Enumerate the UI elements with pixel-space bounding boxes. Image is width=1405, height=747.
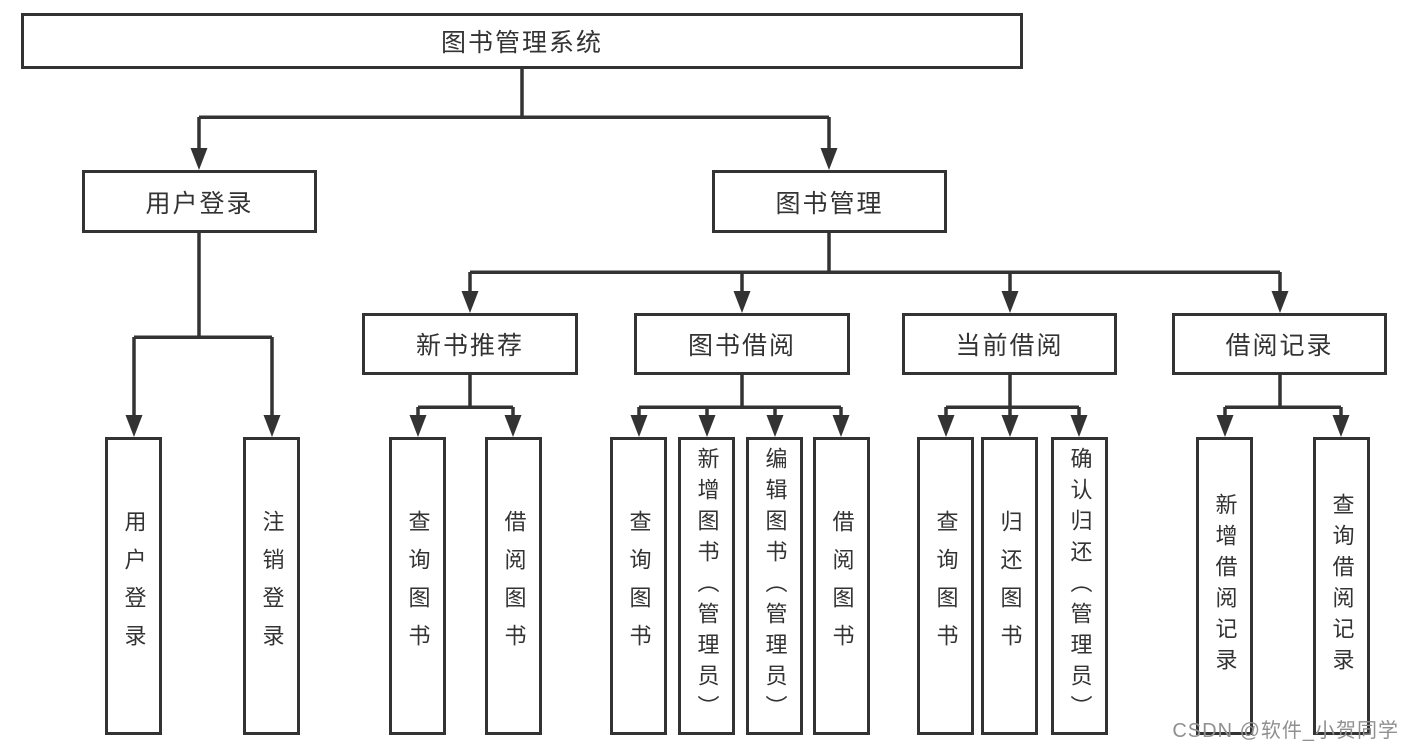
arrowhead <box>766 415 784 437</box>
node-label: 注销登录 <box>259 510 285 662</box>
arrowhead <box>263 415 281 437</box>
node-user-login: 用户登录 <box>82 170 317 233</box>
leaf-logout: 注销登录 <box>243 437 300 735</box>
leaf-confirm-return-admin: 确认归还（管理员） <box>1051 437 1108 735</box>
node-label: 查询借阅记录 <box>1329 493 1355 679</box>
leaf-add-books-admin: 新增图书（管理员） <box>678 437 735 735</box>
leaf-user-login: 用户登录 <box>105 437 162 735</box>
arrowhead <box>733 291 751 313</box>
node-label: 查询图书 <box>405 510 431 662</box>
arrowhead <box>409 415 427 437</box>
arrowhead <box>698 415 716 437</box>
arrowhead <box>1001 291 1019 313</box>
node-label: 当前借阅 <box>955 332 1064 360</box>
node-system-root: 图书管理系统 <box>21 13 1023 69</box>
leaf-query-books-borrow: 查询图书 <box>610 437 667 735</box>
arrowhead <box>504 415 522 437</box>
leaf-edit-books-admin: 编辑图书（管理员） <box>746 437 803 735</box>
node-label: 确认归还（管理员） <box>1067 446 1093 726</box>
arrowhead <box>832 415 850 437</box>
node-label: 借阅图书 <box>829 510 855 662</box>
node-label: 新增图书（管理员） <box>694 446 720 726</box>
node-label: 用户登录 <box>121 510 147 662</box>
connector-book-management <box>468 233 1282 292</box>
connector-new-book <box>416 375 515 416</box>
node-label: 新书推荐 <box>415 332 524 360</box>
node-label: 新增借阅记录 <box>1212 493 1238 679</box>
node-label: 借阅图书 <box>501 510 527 662</box>
node-label: 图书借阅 <box>687 332 796 360</box>
arrowhead <box>1216 415 1234 437</box>
node-label: 图书管理 <box>775 189 884 218</box>
arrowhead <box>1070 415 1088 437</box>
node-label: 查询图书 <box>933 510 959 662</box>
node-label: 编辑图书（管理员） <box>762 446 788 726</box>
node-current-borrow: 当前借阅 <box>902 313 1117 375</box>
leaf-query-books-recommend: 查询图书 <box>389 437 446 735</box>
arrowhead <box>1001 415 1019 437</box>
node-label: 图书管理系统 <box>440 29 603 57</box>
node-new-book-recommend: 新书推荐 <box>362 313 578 375</box>
node-label: 借阅记录 <box>1225 332 1334 360</box>
watermark-text: CSDN @软件_小贺同学 <box>1172 720 1399 742</box>
leaf-query-borrow-record: 查询借阅记录 <box>1313 437 1370 735</box>
node-label: 用户登录 <box>145 189 254 218</box>
arrowhead <box>630 415 648 437</box>
connector-user-login <box>132 233 274 416</box>
leaf-borrow-books-recommend: 借阅图书 <box>485 437 542 735</box>
leaf-query-books-current: 查询图书 <box>917 437 974 735</box>
connector-current-borrow <box>944 375 1081 416</box>
arrowhead <box>461 291 479 313</box>
arrowhead <box>125 415 143 437</box>
node-label: 归还图书 <box>997 510 1023 662</box>
leaf-borrow-books: 借阅图书 <box>813 437 870 735</box>
node-book-borrow: 图书借阅 <box>634 313 850 375</box>
node-label: 查询图书 <box>626 510 652 662</box>
arrowhead <box>190 148 208 170</box>
connector-borrow-records <box>1223 375 1343 416</box>
arrowhead <box>937 415 955 437</box>
arrowhead <box>1271 291 1289 313</box>
arrowhead <box>820 148 838 170</box>
node-book-management: 图书管理 <box>712 170 947 233</box>
arrowhead <box>1332 415 1350 437</box>
connector-root <box>197 69 831 150</box>
leaf-return-books: 归还图书 <box>981 437 1038 735</box>
node-borrow-records: 借阅记录 <box>1172 313 1387 375</box>
connector-book-borrow <box>637 375 843 416</box>
leaf-add-borrow-record: 新增借阅记录 <box>1196 437 1253 735</box>
